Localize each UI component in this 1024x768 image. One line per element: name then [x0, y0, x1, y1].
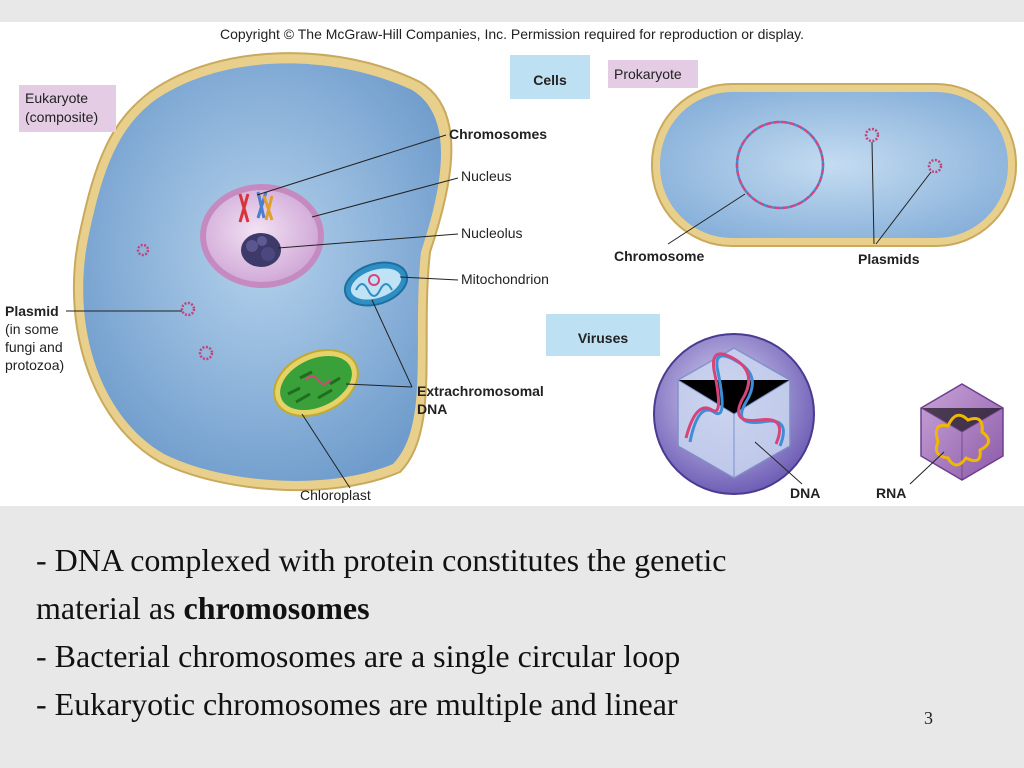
plasmid-label: Plasmid: [5, 303, 59, 319]
cells-heading-box: [510, 55, 590, 99]
eukaryote-tag: [19, 85, 116, 132]
plasmids-leader-2: [875, 171, 932, 245]
mitochondrion-leader: [399, 276, 459, 281]
plasmid-ring: [180, 301, 196, 317]
prokaryote-plasmid-ring: [927, 158, 943, 174]
prokaryote-tag: [608, 60, 698, 88]
cells-heading: Cells: [533, 72, 567, 88]
copyright-text: Copyright © The McGraw-Hill Companies, I…: [220, 26, 804, 42]
plasmid-ring: [198, 345, 214, 361]
dna-label: DNA: [790, 485, 820, 501]
prokaryote-tag-text: Prokaryote: [614, 66, 682, 82]
mitochondrion-label: Mitochondrion: [461, 271, 549, 287]
bullet-line-1: - DNA complexed with protein constitutes…: [36, 536, 936, 584]
bullet-line-2: material as chromosomes: [36, 584, 936, 632]
bullet-2-text: material as: [36, 590, 184, 626]
diagram-svg: Copyright © The McGraw-Hill Companies, I…: [5, 26, 1017, 503]
prokaryote-plasmid-ring: [864, 127, 880, 143]
bullet-line-3: - Bacterial chromosomes are a single cir…: [36, 638, 681, 674]
bullet-line-4: - Eukaryotic chromosomes are multiple an…: [36, 686, 678, 722]
viruses-heading-box: [546, 314, 660, 356]
dna-leader: [754, 441, 803, 485]
viruses-heading: Viruses: [578, 330, 629, 346]
bullet-dash: -: [36, 542, 47, 578]
extrachromosomal-label-line1: Extrachromosomal: [417, 383, 544, 399]
nucleolus-leader: [277, 233, 459, 249]
prokaryote-chromosome-label: Chromosome: [614, 248, 704, 264]
eukaryote-tag-line2: (composite): [25, 109, 98, 125]
plasmid-ring: [136, 243, 150, 257]
plasmids-label: Plasmids: [858, 251, 920, 267]
chromosomes-emphasis: chromosomes: [183, 590, 370, 626]
rna-virus: [920, 383, 1004, 481]
chloroplast-leader: [301, 413, 351, 489]
bullet-1-text: DNA complexed with protein constitutes t…: [46, 542, 727, 578]
plasmids-leader-1: [871, 141, 875, 245]
mitochondrion: [343, 261, 409, 307]
slide-number: 3: [924, 708, 933, 728]
nucleolus: [241, 233, 281, 267]
extrachromosomal-leader-chloro: [345, 383, 413, 388]
prokaryote-cytoplasm: [660, 92, 1008, 238]
extrachromosomal-leader-mito: [371, 299, 413, 388]
nucleus-leader: [311, 177, 459, 218]
chromosomes-leader: [256, 134, 447, 196]
nucleolus-label: Nucleolus: [461, 225, 522, 241]
eukaryote-tag-line1: Eukaryote: [25, 90, 88, 106]
chromosome-leader: [667, 193, 746, 245]
prokaryote-cell: Prokaryote Chromosome Plasmids: [608, 60, 1017, 267]
dna-virus: [653, 333, 815, 495]
cell-diagram-figure: Copyright © The McGraw-Hill Companies, I…: [0, 22, 1024, 506]
chloroplast: [273, 349, 359, 417]
circular-chromosome-pink: [735, 120, 825, 210]
rna-label: RNA: [876, 485, 906, 501]
rna-leader: [909, 451, 945, 485]
plasmid-note-line3: protozoa): [5, 357, 64, 373]
chromosomes-label: Chromosomes: [449, 126, 547, 142]
chromosomes-icon: [238, 191, 274, 223]
eukaryote-cell: Eukaryote (composite) Chromosomes Nucleu…: [5, 52, 549, 503]
plasmid-note-line2: fungi and: [5, 339, 63, 355]
plasmid-note-line1: (in some: [5, 321, 59, 337]
nucleus-label: Nucleus: [461, 168, 512, 184]
bullet-text: - DNA complexed with protein constitutes…: [36, 536, 936, 728]
extrachromosomal-label-line2: DNA: [417, 401, 447, 417]
chloroplast-label: Chloroplast: [300, 487, 371, 503]
